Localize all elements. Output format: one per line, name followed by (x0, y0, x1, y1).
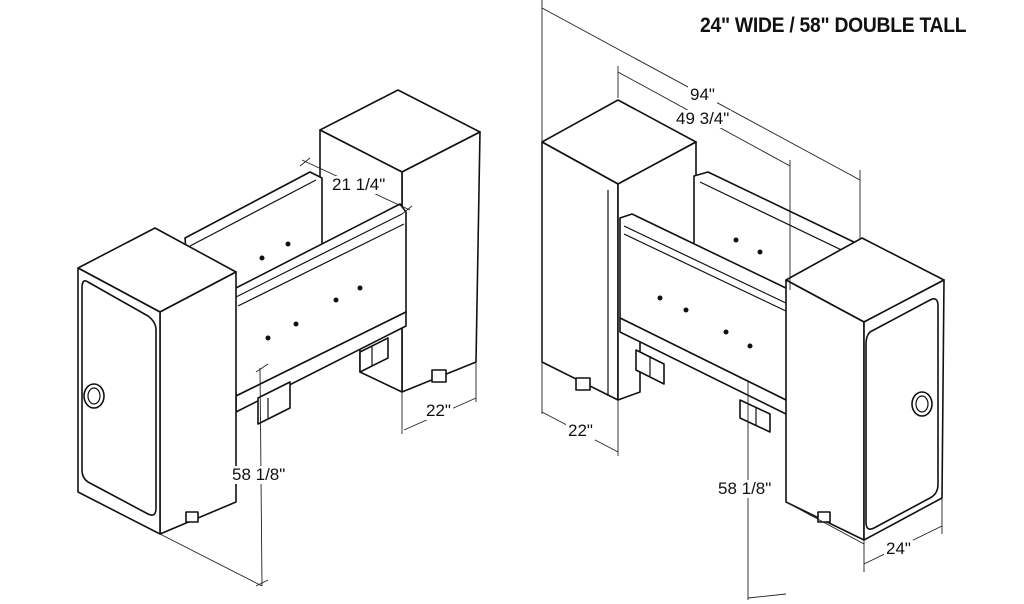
left-cabinet-door (81, 280, 157, 516)
right-front-cabinet (785, 237, 945, 541)
right-back-cabinet (541, 99, 697, 401)
left-front-cabinet (77, 227, 237, 535)
right-dim-depth: 22" (566, 421, 595, 440)
right-cabinet-door (865, 298, 939, 530)
left-center-front-panel (231, 203, 407, 425)
right-dim-height: 58 1/8" (716, 479, 774, 498)
right-center-front-panel (619, 213, 791, 433)
right-dim-inner: 49 3/4" (674, 109, 732, 128)
left-assembly (77, 89, 481, 587)
left-dim-depth-top: 21 1/4" (330, 175, 388, 194)
left-dim-depth-bottom: 22" (424, 401, 453, 420)
right-dim-width: 24" (884, 539, 913, 558)
right-assembly (541, 0, 945, 600)
drawing-title: 24" WIDE / 58" DOUBLE TALL (700, 14, 967, 37)
left-dim-height: 58 1/8" (230, 465, 288, 484)
right-dim-overall: 94" (688, 85, 717, 104)
